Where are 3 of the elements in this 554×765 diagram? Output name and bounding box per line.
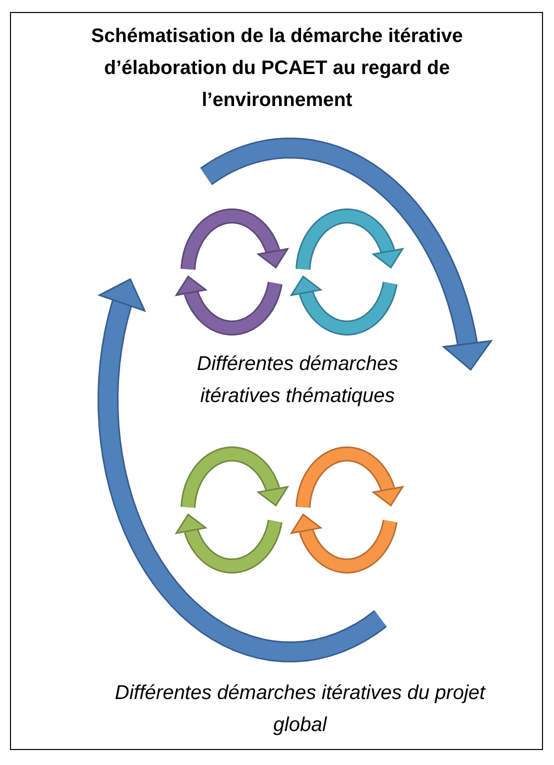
caption-text: Différentes démarches itératives thématiques xyxy=(196,352,400,409)
title: Schématisation de la démarche itérative d’élaboration du PCAET au regard de l’environnement xyxy=(90,24,464,113)
caption-text: Différentes démarches itératives du projet global xyxy=(114,681,487,738)
